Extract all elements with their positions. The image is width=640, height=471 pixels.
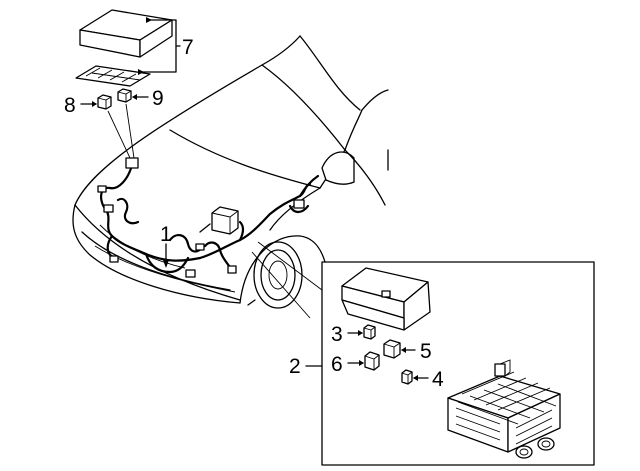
relay-4[interactable] bbox=[401, 369, 429, 385]
callout-6: 6 bbox=[331, 353, 343, 376]
relay-6[interactable] bbox=[347, 351, 380, 371]
callout-1: 1 bbox=[160, 223, 172, 246]
callout-4: 4 bbox=[432, 368, 444, 391]
relay-8[interactable] bbox=[80, 94, 112, 110]
fuse-box-upper-cover[interactable] bbox=[341, 267, 431, 331]
callout-8: 8 bbox=[64, 94, 76, 117]
callout-2: 2 bbox=[289, 355, 301, 378]
relay-5[interactable] bbox=[383, 339, 416, 359]
callout-3: 3 bbox=[331, 323, 343, 346]
fuse-box-cover-assembly[interactable] bbox=[75, 9, 181, 87]
callout-7: 7 bbox=[182, 36, 194, 59]
relay-9[interactable] bbox=[117, 88, 149, 103]
callout-5: 5 bbox=[420, 340, 432, 363]
fuse-box-inset bbox=[321, 261, 595, 466]
fuse-block-base[interactable] bbox=[447, 359, 561, 459]
relay-3[interactable] bbox=[347, 324, 376, 340]
wiring-harness[interactable] bbox=[97, 157, 320, 278]
callout-9: 9 bbox=[152, 87, 164, 110]
